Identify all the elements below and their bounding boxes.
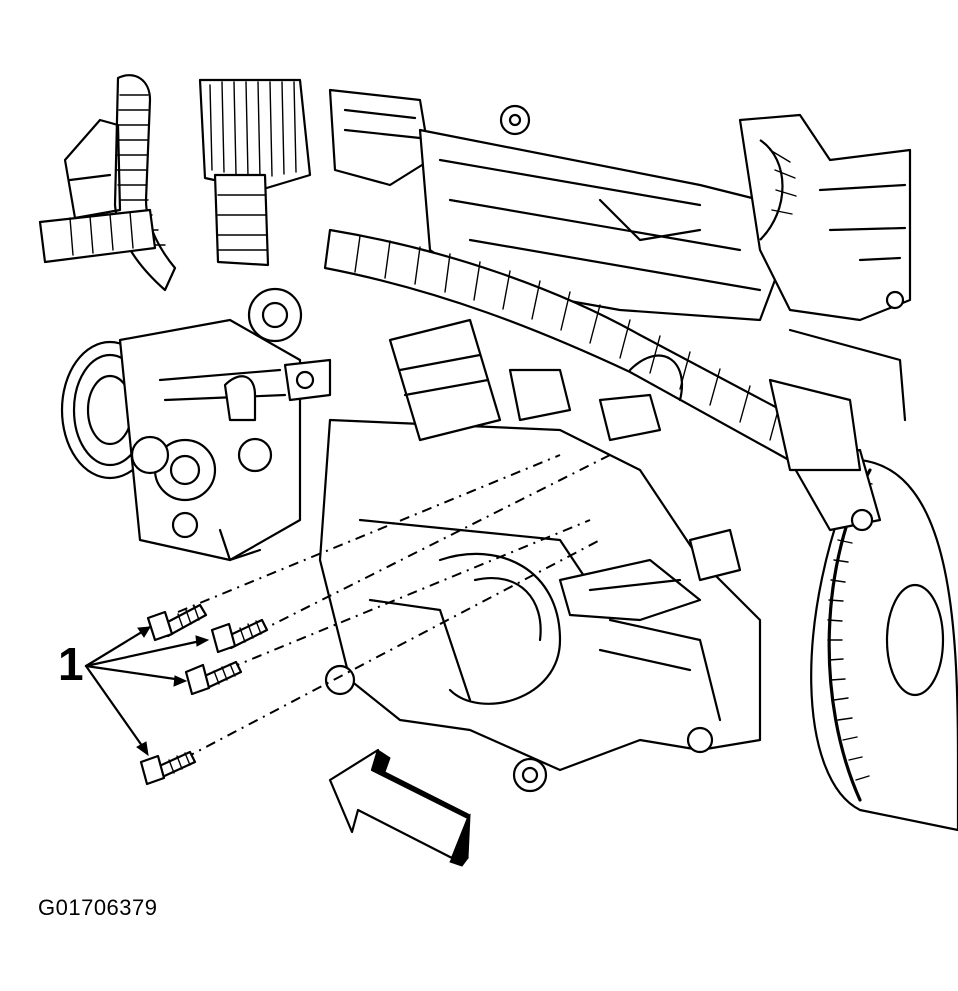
alternator-pulley bbox=[60, 287, 332, 562]
flywheel bbox=[768, 290, 958, 832]
leader-lines bbox=[177, 454, 611, 759]
intake-manifold bbox=[323, 113, 912, 502]
figure-id-label: G01706379 bbox=[38, 895, 158, 920]
callout-number: 1 bbox=[58, 638, 84, 690]
bolt-1 bbox=[146, 603, 208, 642]
bolt-2 bbox=[210, 618, 269, 654]
callout-1: 1 bbox=[58, 625, 210, 757]
bolts bbox=[139, 603, 269, 786]
bolt-4 bbox=[139, 750, 197, 786]
upper-hoses bbox=[38, 74, 531, 292]
bolt-3 bbox=[184, 660, 243, 696]
view-direction-arrow bbox=[328, 748, 471, 867]
